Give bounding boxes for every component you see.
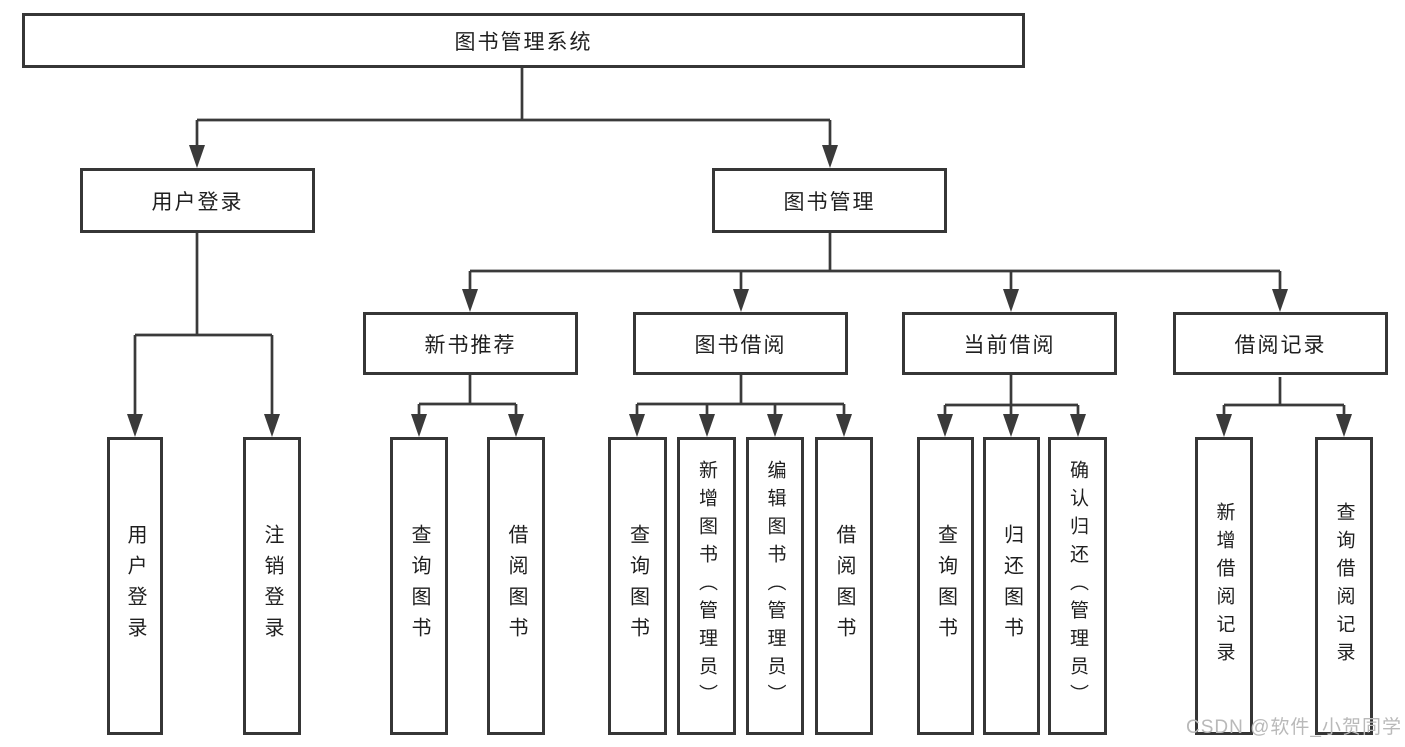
- node-current-borrow: 当前借阅: [902, 312, 1117, 375]
- leaf-records-add-borrow-record: 新增借阅记录: [1195, 437, 1253, 735]
- connector-borrow-records-to-leaves: [1216, 377, 1352, 437]
- connector-book-management-to-level3: [462, 233, 1288, 312]
- leaf-current-return-book: 归还图书: [983, 437, 1040, 735]
- connector-new-book-recommend-to-leaves: [411, 375, 524, 437]
- node-book-management: 图书管理: [712, 168, 947, 233]
- leaf-borrow-borrow-book: 借阅图书: [815, 437, 873, 735]
- leaf-current-query-book: 查询图书: [917, 437, 974, 735]
- node-user-login: 用户登录: [80, 168, 315, 233]
- node-book-borrow: 图书借阅: [633, 312, 848, 375]
- connector-current-borrow-to-leaves: [937, 375, 1086, 437]
- node-library-management-system: 图书管理系统: [22, 13, 1025, 68]
- csdn-watermark: CSDN @软件_小贺同学: [1186, 717, 1402, 738]
- leaf-borrow-query-book: 查询图书: [608, 437, 667, 735]
- leaf-borrow-add-book-admin: 新增图书（管理员）: [677, 437, 736, 735]
- leaf-borrow-edit-book-admin: 编辑图书（管理员）: [746, 437, 804, 735]
- leaf-recommend-borrow-book: 借阅图书: [487, 437, 545, 735]
- leaf-records-query-borrow-record: 查询借阅记录: [1315, 437, 1373, 735]
- leaf-user-login: 用户登录: [107, 437, 163, 735]
- leaf-recommend-query-book: 查询图书: [390, 437, 448, 735]
- connector-user-login-to-leaves: [127, 233, 280, 437]
- connector-root-to-level2: [189, 65, 838, 168]
- leaf-current-confirm-return-admin: 确认归还（管理员）: [1048, 437, 1107, 735]
- node-new-book-recommend: 新书推荐: [363, 312, 578, 375]
- connector-book-borrow-to-leaves: [629, 375, 852, 437]
- leaf-logout-login: 注销登录: [243, 437, 301, 735]
- node-borrow-records: 借阅记录: [1173, 312, 1388, 375]
